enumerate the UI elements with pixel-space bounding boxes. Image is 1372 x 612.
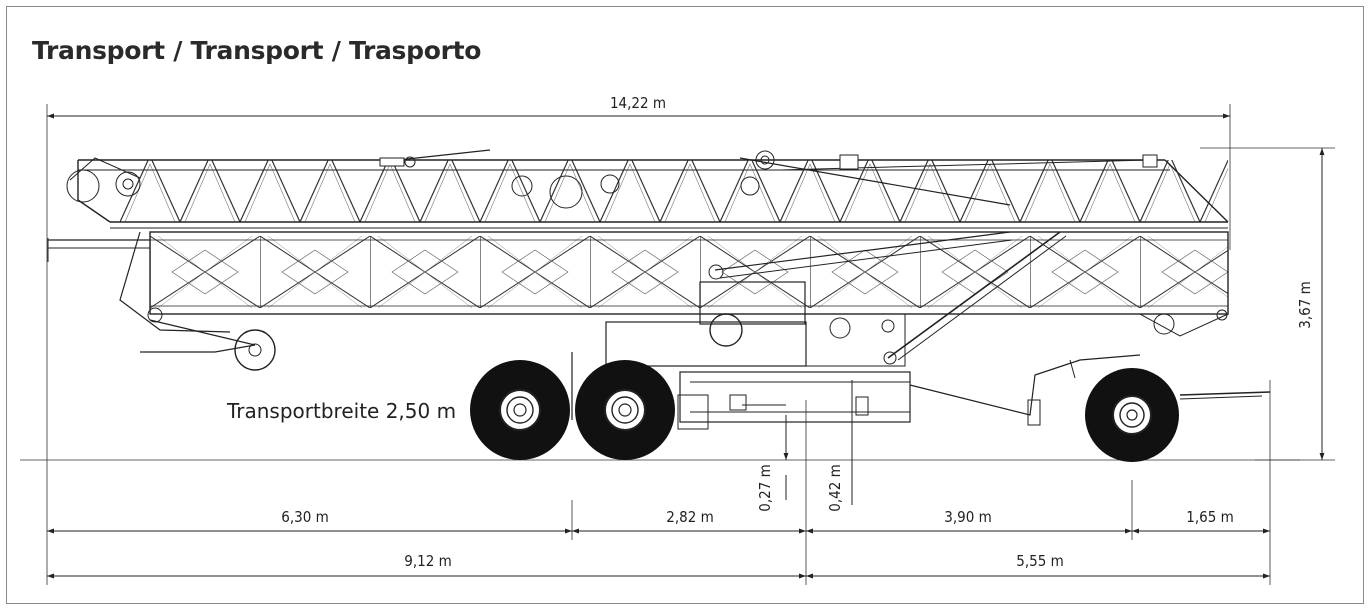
- drawing-frame: [6, 6, 1364, 604]
- front-guide-wheel: [140, 319, 276, 371]
- label-total-rear: 5,55 m: [1016, 552, 1063, 570]
- label-seg-drawbar: 1,65 m: [1186, 508, 1233, 526]
- label-seg-rear: 3,90 m: [944, 508, 991, 526]
- label-seg-axles: 2,82 m: [666, 508, 713, 526]
- upper-jib: [66, 149, 1229, 229]
- extension-lines: [20, 104, 1335, 585]
- label-overall-height: 3,67 m: [1296, 281, 1314, 328]
- wheel-front-2: [575, 360, 675, 460]
- label-overall-length: 14,22 m: [610, 94, 666, 112]
- crane-body: [47, 149, 1271, 430]
- label-total-front: 9,12 m: [404, 552, 451, 570]
- transport-width-label: Transportbreite 2,50 m: [226, 399, 456, 423]
- wheel-front-1: [470, 360, 570, 460]
- turntable: [605, 231, 1067, 367]
- label-ground-clearance-front: 0,27 m: [756, 464, 774, 511]
- label-seg-front: 6,30 m: [281, 508, 328, 526]
- page-title: Transport / Transport / Trasporto: [32, 36, 482, 65]
- chassis: [571, 352, 1271, 430]
- label-ground-clearance-rear: 0,42 m: [826, 464, 844, 511]
- wheel-rear: [1085, 368, 1179, 462]
- dim-overall-length: 14,22 m: [47, 94, 1230, 119]
- dim-overall-height: 3,67 m: [1296, 148, 1325, 460]
- lower-mast: [47, 231, 1229, 337]
